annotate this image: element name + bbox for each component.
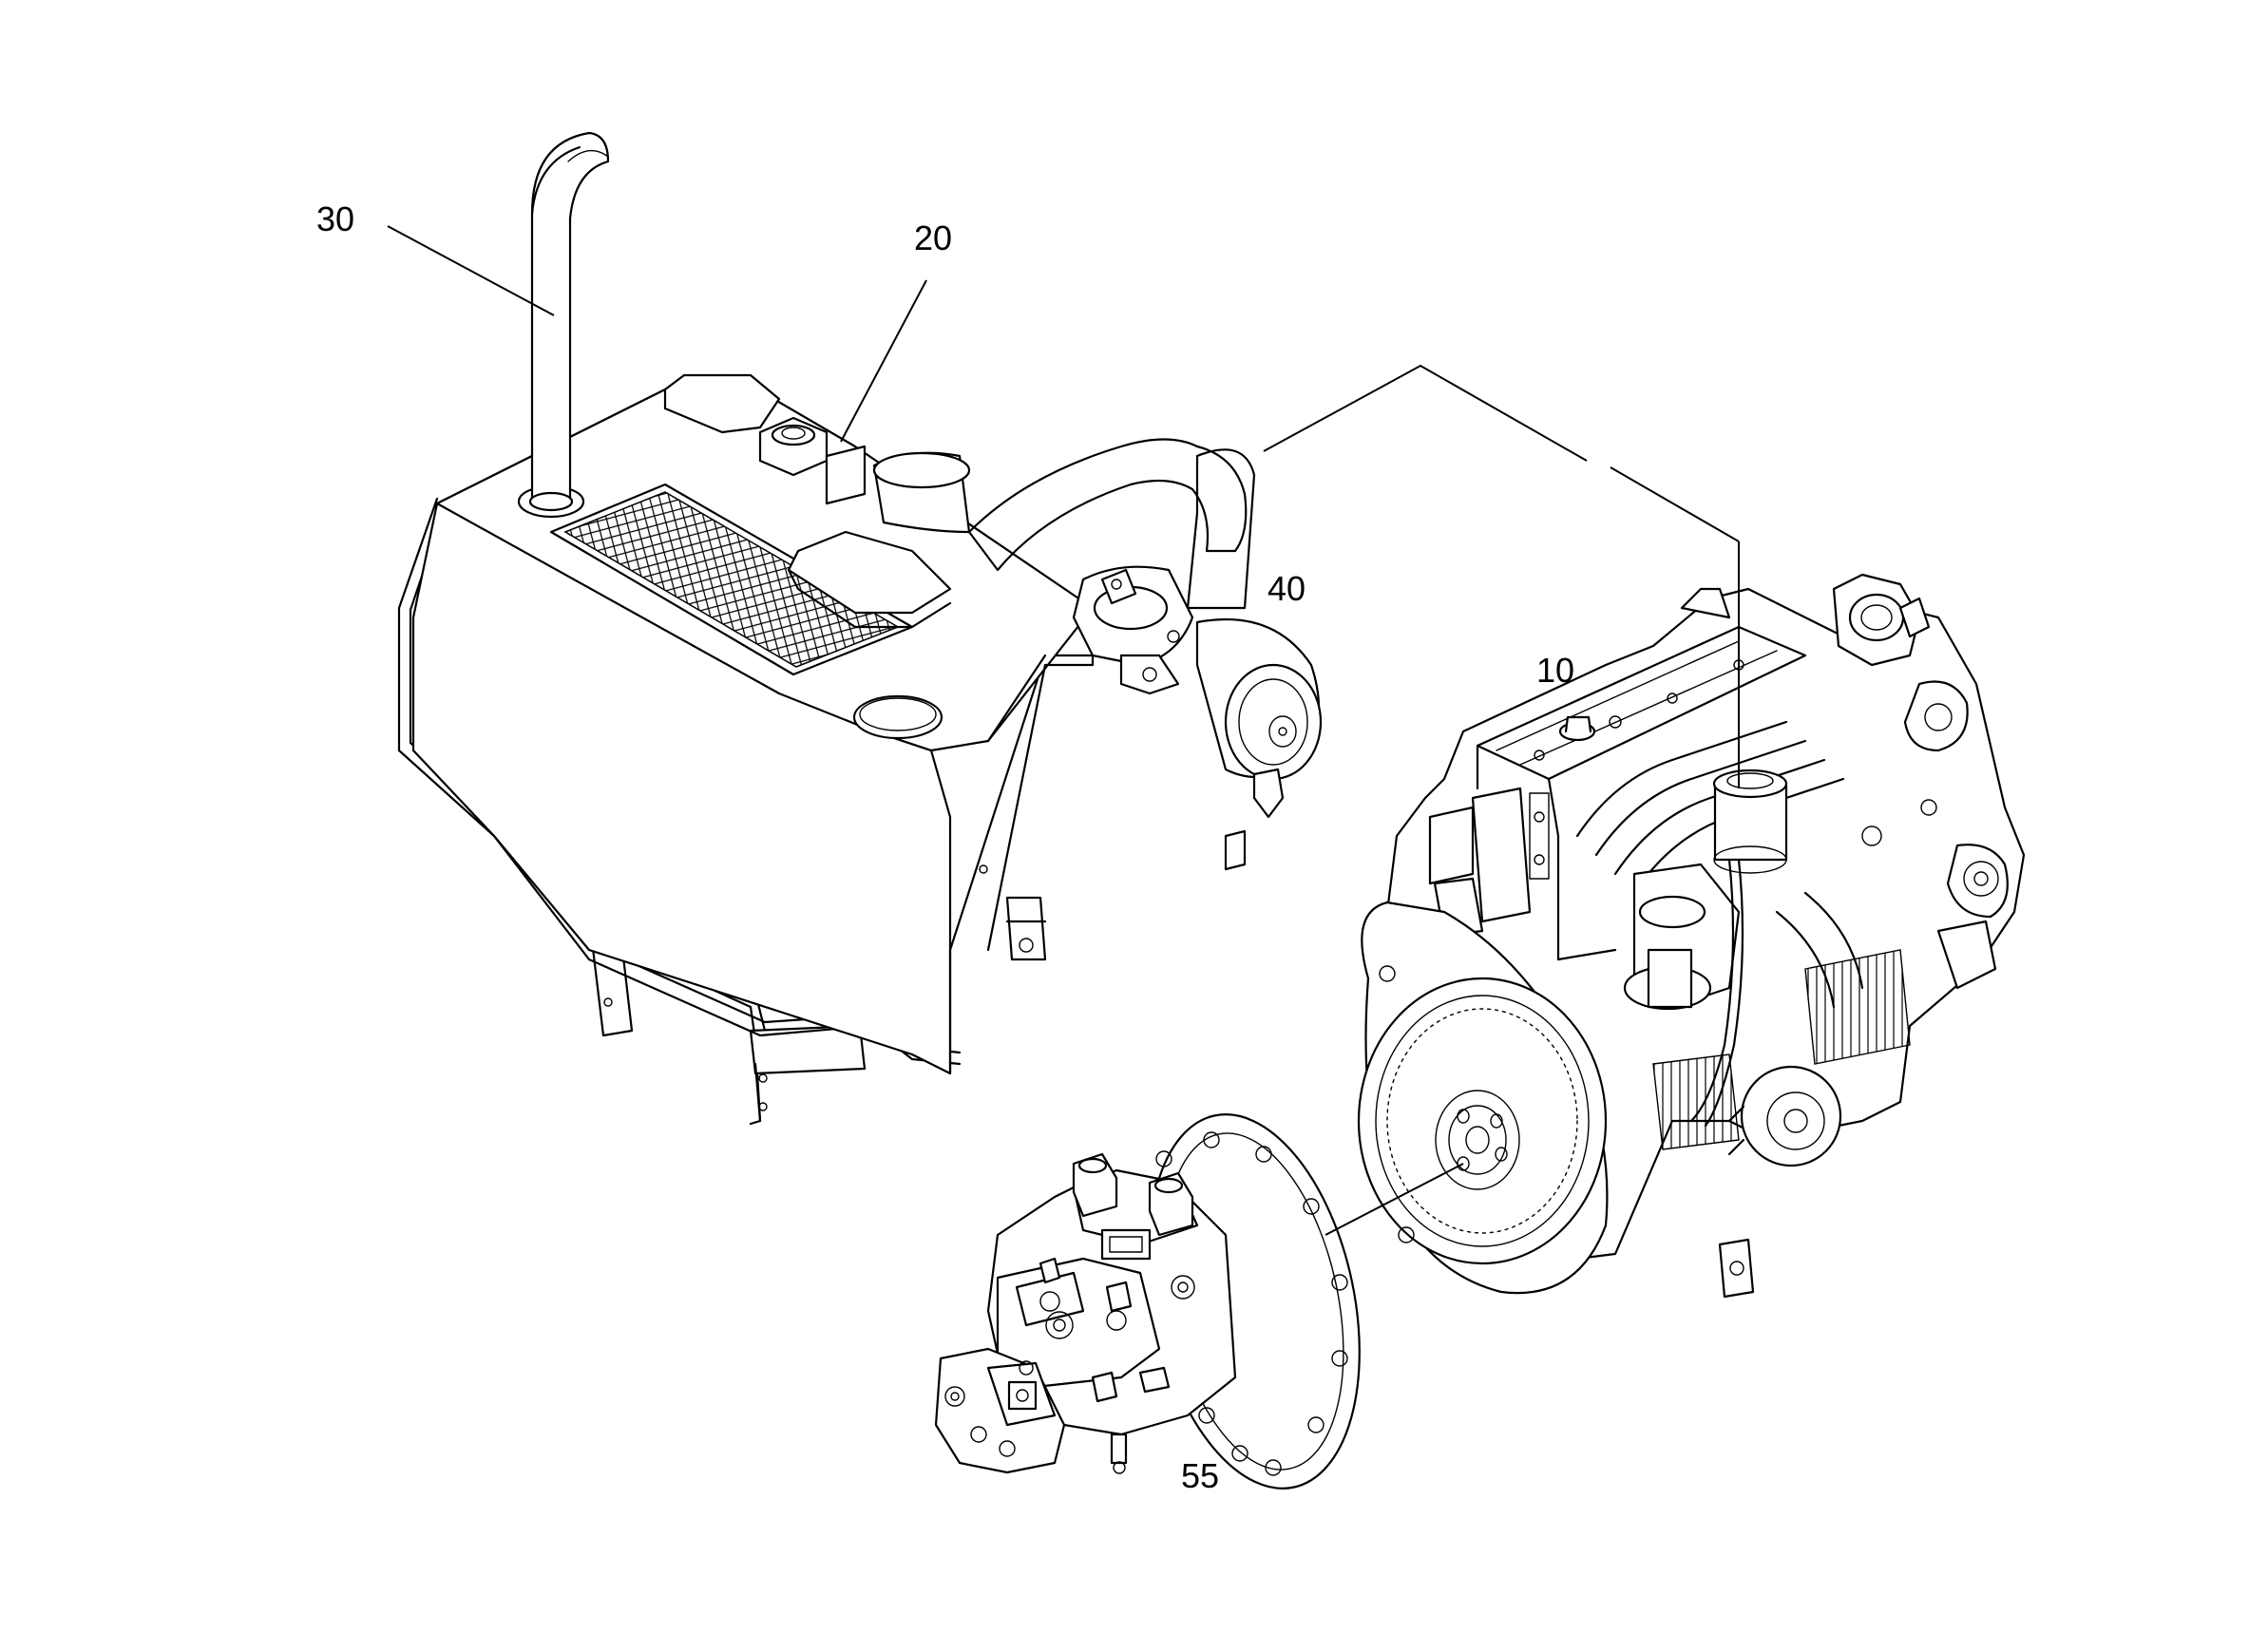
alternator <box>1832 573 1969 752</box>
assembly-lines <box>1263 364 1740 1236</box>
hydraulic-pump-assembly <box>934 1113 1361 1490</box>
starter-motor <box>1936 844 2009 990</box>
water-pump-pulley <box>1727 1065 1842 1167</box>
flywheel-housing <box>1357 901 1609 1295</box>
gear-pump <box>934 1347 1066 1474</box>
leader-30 <box>387 225 555 316</box>
air-filter-assembly <box>872 438 1323 871</box>
hood-latch <box>1005 896 1047 961</box>
callout-55: 55 <box>1181 1456 1219 1495</box>
callout-10: 10 <box>1536 651 1574 690</box>
engine-assembly <box>1357 573 2026 1299</box>
callout-40: 40 <box>1267 569 1306 608</box>
leader-20 <box>840 279 927 443</box>
engine-hood-assembly <box>397 373 1104 1126</box>
exhaust-stack <box>528 131 610 512</box>
callout-labels: 30 20 40 10 55 <box>316 199 1574 1495</box>
callout-30: 30 <box>316 199 354 238</box>
filler-cap <box>758 416 867 505</box>
callout-20: 20 <box>914 218 952 257</box>
fuel-filter <box>1712 769 1788 874</box>
